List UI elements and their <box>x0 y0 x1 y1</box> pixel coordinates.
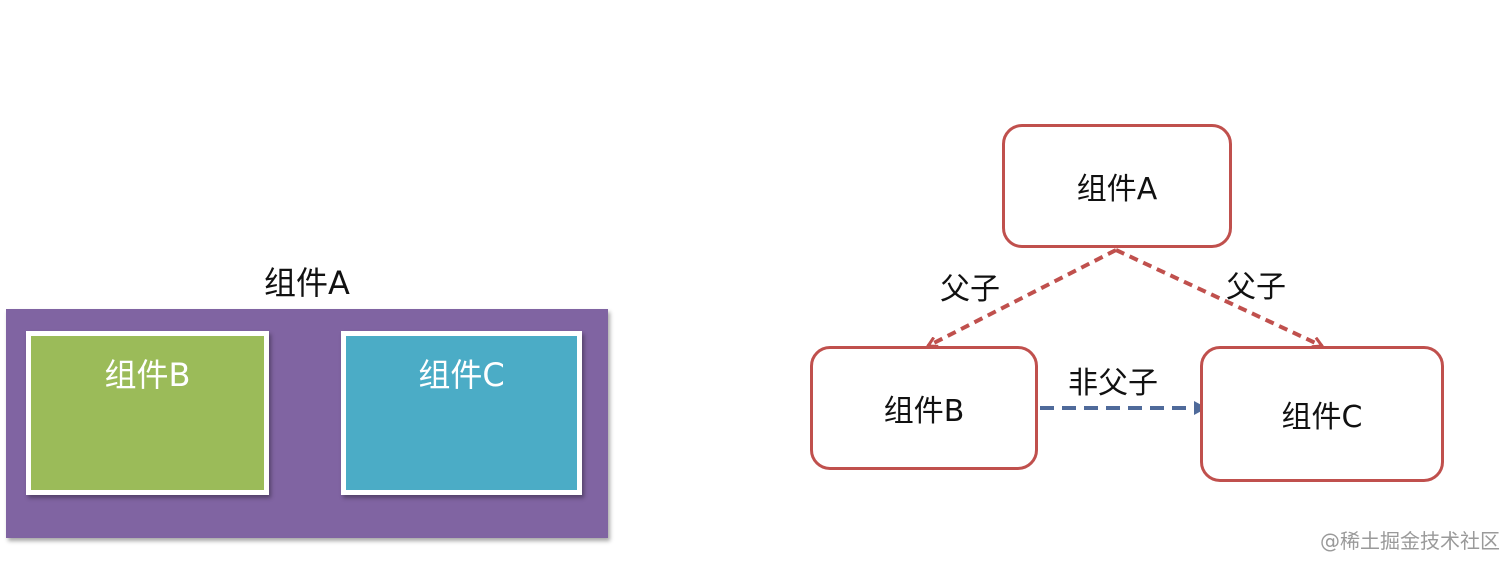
child-component-b-label: 组件B <box>104 356 191 394</box>
arrow-a-to-c <box>1115 248 1322 346</box>
node-component-b-label: 组件B <box>883 394 965 429</box>
node-component-c: 组件C <box>1200 346 1444 482</box>
node-component-c-label: 组件C <box>1281 400 1363 435</box>
child-component-b-box: 组件B <box>26 331 269 495</box>
edge-label-a-b: 父子 <box>940 272 1000 307</box>
node-component-a-label: 组件A <box>1076 172 1158 207</box>
outer-component-label: 组件A <box>264 264 350 302</box>
arrow-a-to-b <box>928 248 1117 346</box>
edge-label-a-c: 父子 <box>1226 270 1286 305</box>
node-component-b: 组件B <box>810 346 1038 470</box>
node-component-a: 组件A <box>1002 124 1232 248</box>
child-component-c-box: 组件C <box>341 331 582 495</box>
child-component-c-label: 组件C <box>418 356 505 394</box>
edge-label-b-c: 非父子 <box>1068 366 1158 401</box>
watermark-text: @稀土掘金技术社区 <box>1320 529 1500 553</box>
outer-component-box: 组件B 组件C <box>6 309 608 538</box>
